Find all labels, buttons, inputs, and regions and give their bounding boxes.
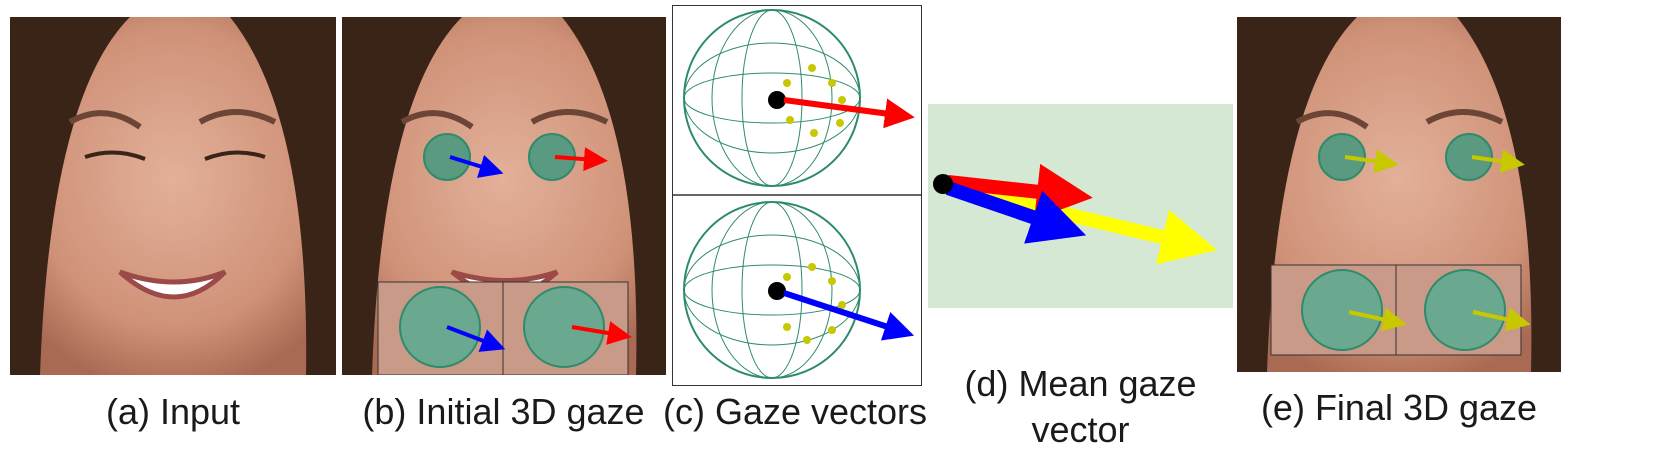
eyeball-mesh-icon [683, 201, 915, 379]
eyeball-mesh-icon [683, 9, 915, 187]
initial-gaze-photo [342, 17, 666, 375]
eye-center-dot [933, 174, 953, 194]
caption-mean-gaze-line1: (d) Mean gaze [964, 363, 1197, 404]
caption-input: (a) Input [105, 391, 241, 432]
final-gaze-photo [1237, 17, 1561, 372]
left-eye-gaze-arrow [945, 181, 1087, 244]
mean-gaze-panel [928, 104, 1233, 308]
eyeball-mesh-icon [1318, 133, 1493, 181]
caption-initial-gaze: (b) Initial 3D gaze [362, 391, 645, 432]
input-face-photo [10, 17, 336, 375]
caption-final-gaze: (e) Final 3D gaze [1260, 387, 1538, 428]
caption-gaze-vectors: (c) Gaze vectors [662, 391, 928, 432]
caption-mean-gaze-line2: vector [1031, 409, 1130, 450]
gaze-vectors-panel [672, 5, 922, 386]
